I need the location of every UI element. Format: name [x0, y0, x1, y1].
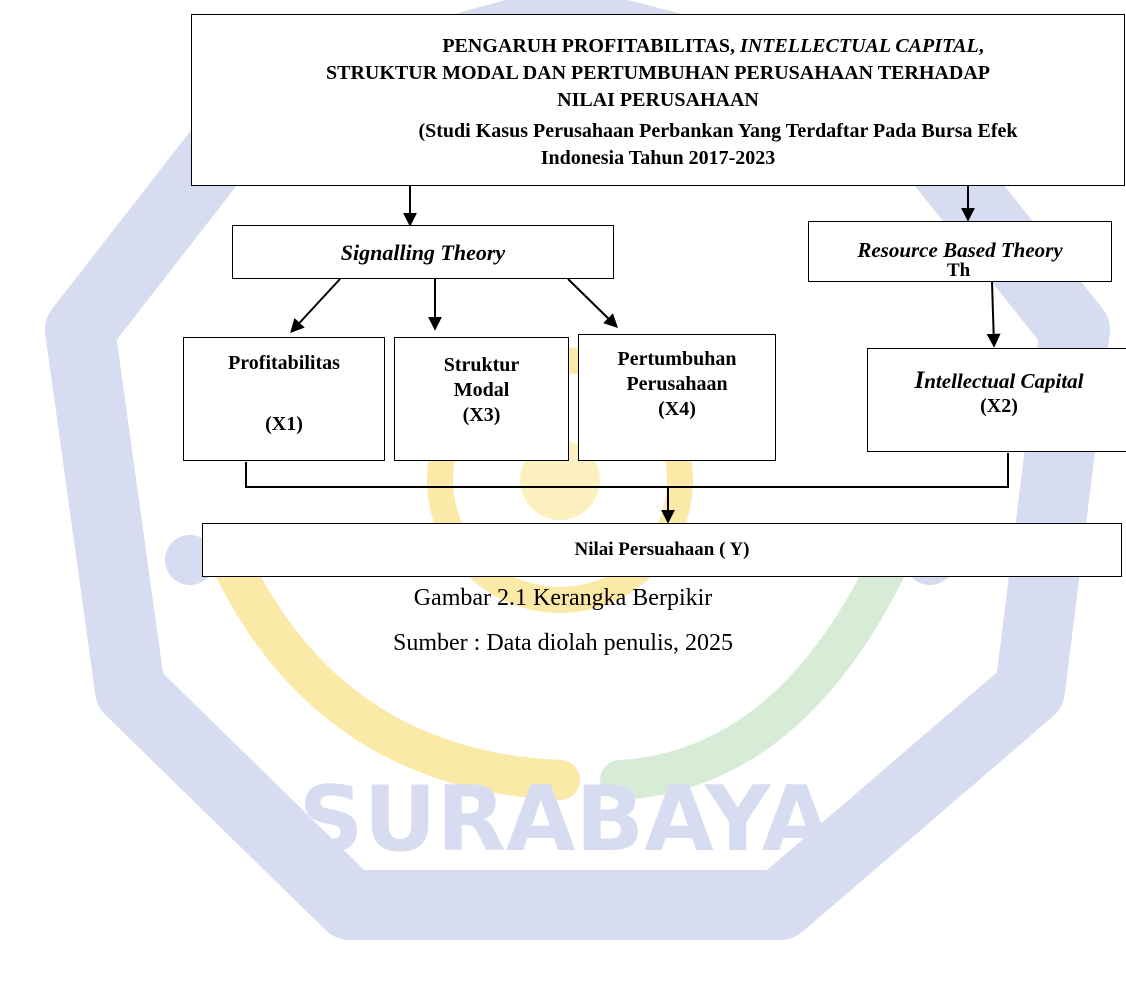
variable-x3-name-line2: Modal — [453, 379, 510, 401]
signalling-theory-label: Signalling Theory — [340, 240, 506, 265]
variable-box-x4: Pertumbuhan Perusahaan (X4) — [578, 334, 776, 461]
join-line — [245, 453, 1009, 488]
resource-based-theory-box: Resource Based Theory Th — [808, 221, 1112, 282]
variable-x2-code: (X2) — [980, 395, 1018, 417]
signalling-theory-box: Signalling Theory — [232, 225, 614, 279]
variable-x4-name-line1: Pertumbuhan — [617, 348, 737, 370]
variable-x3-code: (X3) — [462, 404, 501, 426]
figure-caption: Gambar 2.1 Kerangka Berpikir — [413, 585, 713, 611]
arrow-signalling-to-x4 — [567, 278, 619, 328]
seal-left-leaves — [210, 540, 580, 800]
title-line-3: NILAI PERUSAHAAN — [557, 89, 759, 111]
arrow-signalling-to-x1 — [290, 278, 341, 334]
source-caption: Sumber : Data diolah penulis, 2025 — [393, 630, 733, 656]
variable-box-x2: Intellectual Capital (X2) — [867, 348, 1126, 452]
outcome-label: Nilai Persuahaan ( Y) — [574, 539, 750, 560]
seal-bottom-lettering: SURABAYA — [299, 767, 832, 872]
arrow-resource-to-x2 — [986, 281, 1001, 348]
seal-octagon-outline — [45, 0, 1110, 940]
title-line-1-part-c: , — [978, 35, 984, 57]
resource-based-theory-label: Resource Based Theory — [857, 238, 1063, 262]
title-line-1-part-a: PENGARUH PROFITABILITAS, — [442, 35, 740, 57]
title-line-1: PENGARUH PROFITABILITAS, INTELLECTUAL CA… — [192, 33, 1124, 60]
variable-x4-name-line2: Perusahaan — [626, 373, 728, 395]
variable-x1-code: (X1) — [265, 413, 303, 435]
variable-x3-name-line1: Struktur — [443, 354, 520, 376]
variable-x2-name-initial: I — [914, 367, 925, 394]
title-line-4: (Studi Kasus Perusahaan Perbankan Yang T… — [418, 120, 1018, 142]
variable-x2-name: Intellectual Capital — [868, 367, 1126, 395]
title-line-2: STRUKTUR MODAL DAN PERTUMBUHAN PERUSAHAA… — [326, 62, 990, 84]
variable-x4-code: (X4) — [658, 398, 696, 420]
title-line-1-part-b: INTELLECTUAL CAPITAL — [739, 35, 979, 57]
title-box: PENGARUH PROFITABILITAS, INTELLECTUAL CA… — [191, 14, 1125, 186]
variable-x1-name: Profitabilitas — [228, 352, 340, 374]
variable-box-x3: Struktur Modal (X3) — [394, 337, 569, 461]
seal-right-leaves — [600, 540, 910, 800]
outcome-box: Nilai Persuahaan ( Y) — [202, 523, 1122, 577]
variable-x2-name-rest: ntellectual Capital — [924, 369, 1084, 393]
variable-box-x1: Profitabilitas (X1) — [183, 337, 385, 461]
resource-based-theory-cutoff: Th — [947, 260, 971, 281]
title-line-5: Indonesia Tahun 2017-2023 — [540, 147, 776, 169]
